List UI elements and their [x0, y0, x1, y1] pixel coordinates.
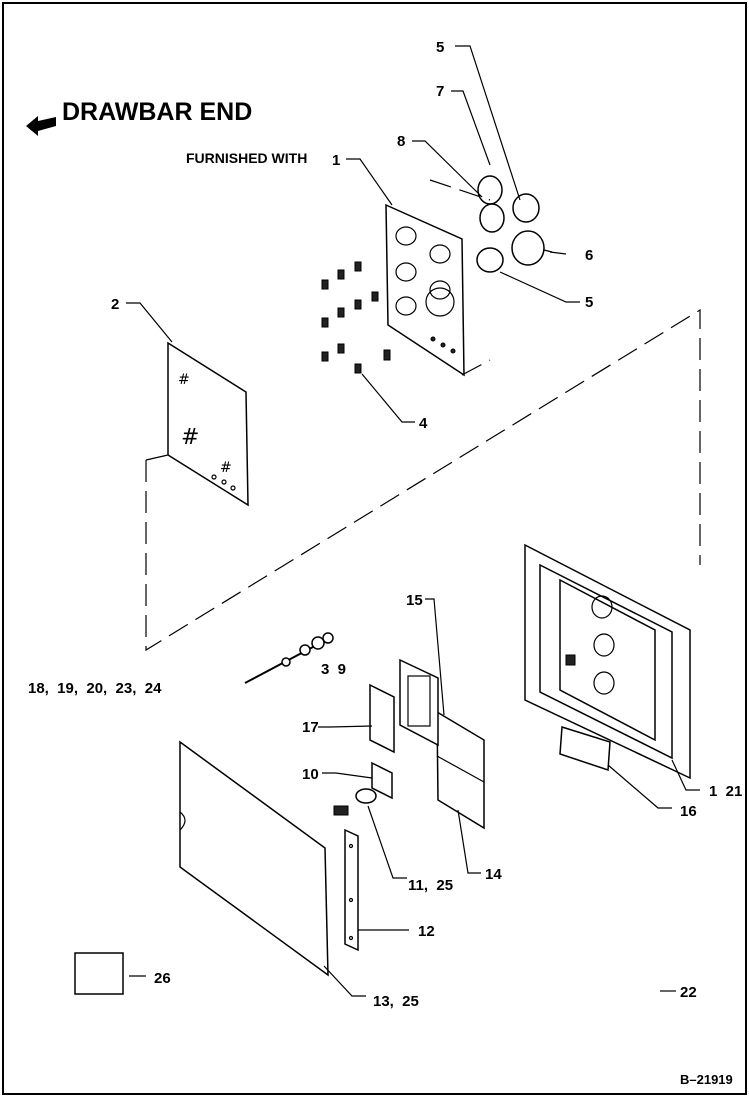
callout-3-9: 3 9 — [321, 661, 346, 678]
instrument-panel-plate — [385, 203, 465, 377]
overlay-decal: # # # — [167, 341, 249, 507]
leader-lines — [126, 45, 700, 997]
callout-2: 2 — [111, 296, 119, 313]
lock-assembly — [333, 761, 393, 816]
gauge-components — [476, 175, 553, 273]
callout-7: 7 — [436, 83, 444, 100]
hinge-strip — [344, 828, 359, 952]
callout-11-25: 11, 25 — [408, 877, 453, 894]
callout-4: 4 — [419, 415, 428, 432]
callout-18-19-20-23-24: 18, 19, 20, 23, 24 — [28, 680, 162, 697]
callout-12: 12 — [418, 923, 435, 940]
assembly-dash-lines — [145, 179, 701, 652]
furnished-with-label: FURNISHED WITH — [186, 150, 307, 166]
callout-14: 14 — [485, 866, 502, 883]
panel-fasteners — [321, 261, 391, 374]
svg-text:#: # — [178, 372, 190, 388]
housing-label-plate — [559, 726, 611, 772]
callout-16: 16 — [680, 803, 697, 820]
callout-13-25: 13, 25 — [373, 993, 419, 1010]
access-door — [179, 740, 329, 977]
callout-6: 6 — [585, 247, 593, 264]
mounting-bracket — [399, 658, 439, 747]
callout-15: 15 — [406, 592, 423, 609]
callout-26: 26 — [154, 970, 171, 987]
switch-decals — [436, 710, 485, 830]
callout-1-21: 1 21 — [709, 783, 742, 800]
svg-text:#: # — [220, 460, 232, 476]
callout-22: 22 — [680, 984, 697, 1001]
diagram-title: DRAWBAR END — [62, 98, 252, 126]
part-26-box — [74, 952, 124, 995]
bolt-assembly — [244, 632, 334, 684]
callout-8: 8 — [397, 133, 405, 150]
callout-5-top: 5 — [436, 39, 444, 56]
callout-5-bottom: 5 — [585, 294, 593, 311]
arrow-left-icon — [26, 116, 56, 136]
drawbar-direction: DRAWBAR END — [26, 98, 252, 136]
gasket — [369, 683, 395, 754]
callout-17: 17 — [302, 719, 319, 736]
callout-1: 1 — [332, 152, 340, 169]
callout-10: 10 — [302, 766, 319, 783]
figure-reference: B–21919 — [680, 1072, 733, 1087]
panel-housing — [524, 543, 691, 780]
svg-text:#: # — [181, 425, 199, 450]
